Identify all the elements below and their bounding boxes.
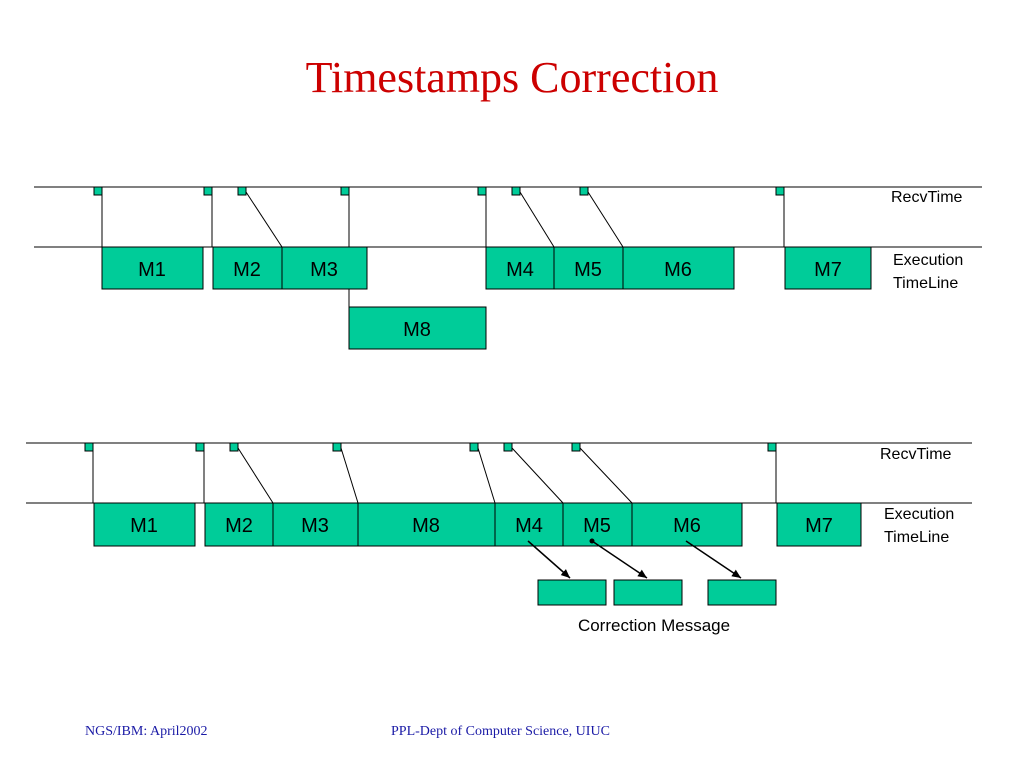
correction-message-box [707, 579, 777, 606]
bottom-block-m8-label: M8 [412, 515, 440, 537]
footer-left: NGS/IBM: April2002 [85, 724, 208, 739]
bottom-block-m7 [776, 502, 862, 547]
correction-arrow [591, 540, 648, 579]
top-block-m6 [622, 246, 735, 290]
top-timeline-label: TimeLine [893, 275, 958, 292]
correction-arrow [527, 540, 571, 579]
top-diagram: M1 M2 M3 M4 M5 M6 M7 M8 RecvTime Executi… [34, 186, 982, 350]
top-block-m4-label: M4 [506, 259, 534, 281]
bottom-connector-m4 [477, 447, 496, 504]
top-recv-marker [340, 186, 350, 196]
bottom-block-m7-label: M7 [805, 515, 833, 537]
bottom-recvtime-label: RecvTime [880, 446, 952, 463]
bottom-block-m3-label: M3 [301, 515, 329, 537]
top-block-m3-label: M3 [310, 259, 338, 281]
top-recv-marker [511, 186, 521, 196]
bottom-recv-marker [229, 442, 239, 452]
top-block-m1 [101, 246, 204, 290]
bottom-block-m6 [631, 502, 743, 547]
bottom-recv-marker [195, 442, 205, 452]
top-connector-m6 [587, 191, 624, 248]
top-block-m7 [784, 246, 872, 290]
top-block-m2-label: M2 [233, 259, 261, 281]
bottom-recv-marker [469, 442, 479, 452]
bottom-connector-m6 [579, 447, 633, 504]
top-block-m1-label: M1 [138, 259, 166, 281]
top-execution-label: Execution [893, 252, 963, 269]
top-block-m4 [485, 246, 555, 290]
bottom-connector-m8 [340, 447, 359, 504]
correction-message-label: Correction Message [578, 616, 730, 635]
bottom-connector-m5 [511, 447, 564, 504]
correction-arrow-origin [589, 538, 595, 544]
bottom-diagram: M1 M2 M3 M8 M4 M5 M6 M7 RecvTime Executi… [26, 442, 972, 635]
top-connector-m5 [519, 191, 555, 248]
top-recv-marker [203, 186, 213, 196]
bottom-block-m5-label: M5 [583, 515, 611, 537]
top-block-m2 [212, 246, 283, 290]
top-block-m3 [281, 246, 368, 290]
top-recv-marker [477, 186, 487, 196]
bottom-execution-label: Execution [884, 506, 954, 523]
top-recv-marker [237, 186, 247, 196]
correction-message-box [613, 579, 683, 606]
slide-title: Timestamps Correction [305, 53, 719, 102]
bottom-block-m2-label: M2 [225, 515, 253, 537]
bottom-recv-marker [84, 442, 94, 452]
top-connector-m3 [245, 191, 283, 248]
bottom-block-m6-label: M6 [673, 515, 701, 537]
bottom-block-m3 [272, 502, 359, 547]
top-block-m5 [553, 246, 624, 290]
top-recv-marker [775, 186, 785, 196]
top-block-m7-label: M7 [814, 259, 842, 281]
bottom-recv-marker [332, 442, 342, 452]
bottom-recv-marker [503, 442, 513, 452]
bottom-block-m5 [562, 502, 633, 547]
top-recvtime-label: RecvTime [891, 189, 963, 206]
top-block-m6-label: M6 [664, 259, 692, 281]
top-block-m5-label: M5 [574, 259, 602, 281]
top-block-m8 [348, 306, 487, 350]
bottom-block-m4-label: M4 [515, 515, 543, 537]
bottom-block-m1-label: M1 [130, 515, 158, 537]
bottom-block-m8 [357, 502, 496, 547]
bottom-recv-marker [571, 442, 581, 452]
footer-center: PPL-Dept of Computer Science, UIUC [391, 724, 610, 739]
bottom-block-m1 [93, 502, 196, 547]
bottom-connector-m3 [237, 447, 274, 504]
bottom-recv-marker [767, 442, 777, 452]
top-block-m8-label: M8 [403, 319, 431, 341]
top-recv-marker [579, 186, 589, 196]
bottom-timeline-label: TimeLine [884, 529, 949, 546]
correction-message-box [537, 579, 607, 606]
correction-arrow [685, 540, 742, 579]
bottom-block-m4 [494, 502, 564, 547]
top-recv-marker [93, 186, 103, 196]
